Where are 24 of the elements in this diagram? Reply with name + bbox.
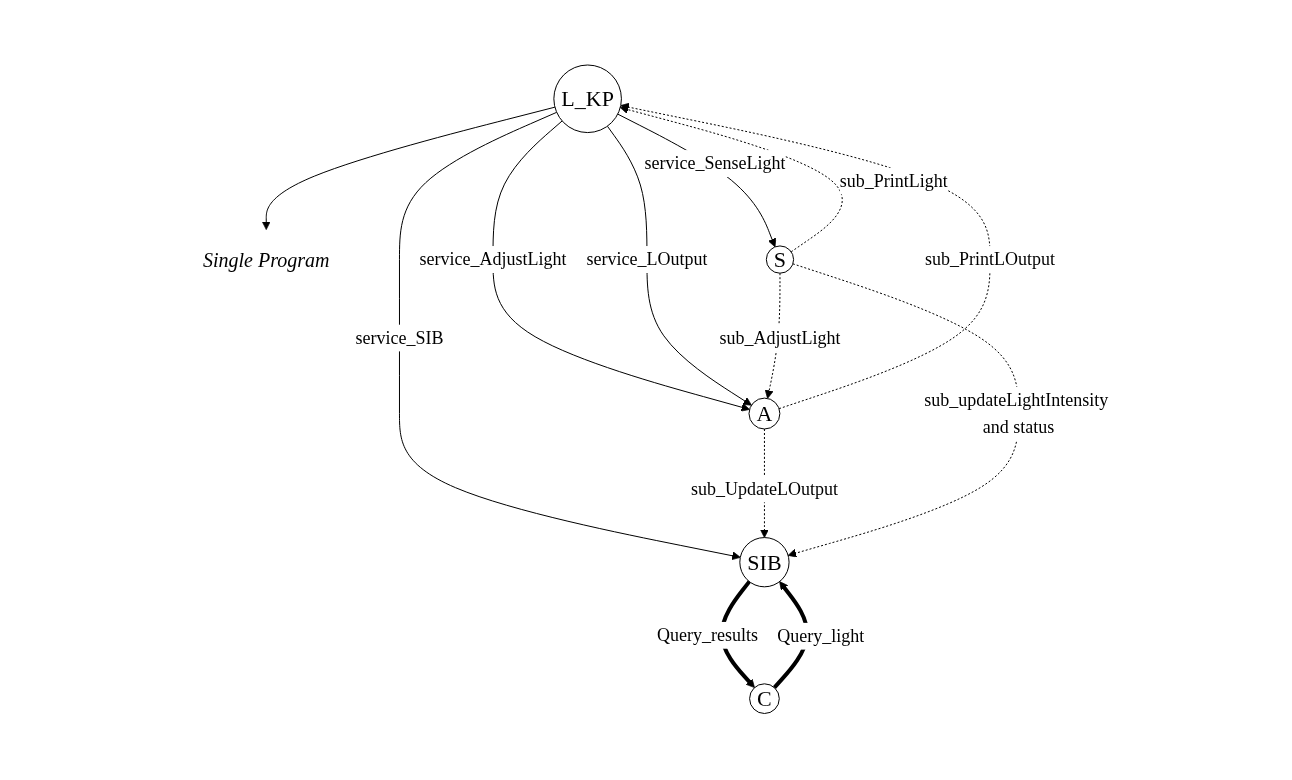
node-circle: L_KP <box>553 64 623 133</box>
edge-label: sub_UpdateLOutput <box>691 478 839 499</box>
edge-label: sub_AdjustLight <box>719 327 841 348</box>
arrow <box>492 120 751 412</box>
edge-label: Query_light <box>777 625 865 646</box>
edge-label: sub_PrintLOutput <box>925 248 1056 269</box>
edge-label: service_SenseLight <box>644 153 786 174</box>
node-circle: S <box>766 245 795 274</box>
arrow <box>620 105 843 253</box>
arrow <box>620 102 991 410</box>
node-text: Single Program <box>203 248 330 271</box>
node-circle: C <box>749 683 781 714</box>
arrow <box>607 125 753 406</box>
arrow <box>787 263 1020 558</box>
edge-label: sub_PrintLight <box>840 170 949 191</box>
edge-label: sub_updateLightIntensity and status <box>924 389 1109 437</box>
node-circle: A <box>748 397 781 430</box>
node-circle: SIB <box>739 537 790 588</box>
arrow <box>399 111 741 560</box>
edge-label: service_AdjustLight <box>419 248 567 269</box>
edge-label: service_LOutput <box>586 248 708 269</box>
arrow <box>262 106 556 230</box>
edge-label: Query_results <box>657 624 759 645</box>
edge-label: service_SIB <box>355 327 444 348</box>
